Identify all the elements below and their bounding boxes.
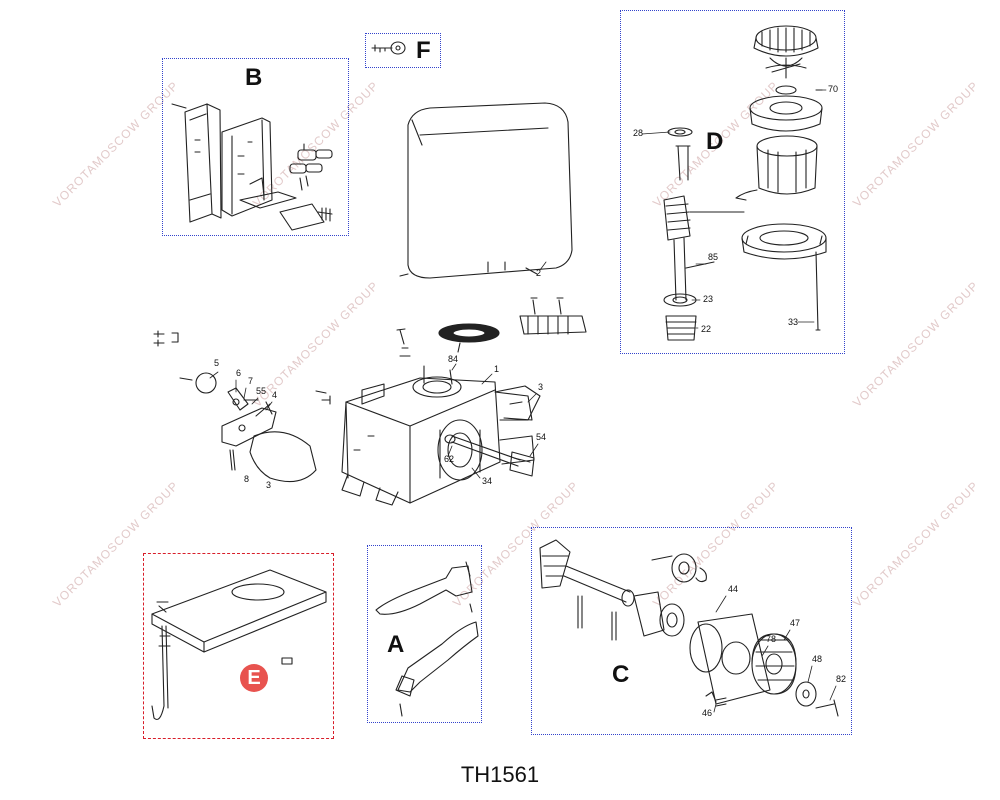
callout-7: 7 <box>248 376 253 386</box>
group-f-frame <box>365 33 441 68</box>
callout-1: 1 <box>494 364 499 374</box>
terminal-block <box>519 297 587 335</box>
bracket-assembly <box>171 103 333 231</box>
release-lever-parts <box>375 561 479 717</box>
callout-70: 70 <box>828 84 838 94</box>
callout-23: 23 <box>703 294 713 304</box>
callout-44: 44 <box>728 584 738 594</box>
callout-22: 22 <box>701 324 711 334</box>
motor-assembly <box>663 25 827 341</box>
callout-82: 82 <box>836 674 846 684</box>
callout-78: 78 <box>766 634 776 644</box>
small-screws <box>153 328 411 405</box>
gasket-84 <box>438 323 500 353</box>
callout-55: 55 <box>256 386 266 396</box>
callout-34: 34 <box>482 476 492 486</box>
key-icon <box>371 41 406 55</box>
foundation-plate <box>151 569 327 721</box>
side-plate-3 <box>494 385 541 421</box>
callout-5: 5 <box>214 358 219 368</box>
group-b-label: B <box>245 64 263 91</box>
group-e-frame[interactable] <box>143 553 334 739</box>
callout-33: 33 <box>788 317 798 327</box>
group-d-label: D <box>706 128 724 155</box>
group-c-label: C <box>612 661 630 688</box>
group-d-frame <box>620 10 845 354</box>
callout-85: 85 <box>708 252 718 262</box>
group-c-frame <box>531 527 852 735</box>
callout-8: 8 <box>244 474 249 484</box>
group-a-label: A <box>387 631 405 658</box>
gearbox-housing <box>341 365 535 506</box>
callout-2: 2 <box>536 268 541 278</box>
callout-3b: 3 <box>266 480 271 490</box>
callout-48: 48 <box>812 654 822 664</box>
model-number: TH1561 <box>460 762 540 787</box>
release-lever-assembly <box>179 372 317 483</box>
callout-4: 4 <box>272 390 277 400</box>
callout-3: 3 <box>538 382 543 392</box>
group-a-frame <box>367 545 482 723</box>
gear-train <box>539 539 839 717</box>
callout-54: 54 <box>536 432 546 442</box>
callout-46: 46 <box>702 708 712 718</box>
callout-6: 6 <box>236 368 241 378</box>
group-b-frame <box>162 58 349 236</box>
group-f-label: F <box>416 37 431 64</box>
motor-cover <box>399 102 573 279</box>
callout-47: 47 <box>790 618 800 628</box>
group-e-badge[interactable]: E <box>240 664 268 692</box>
release-shaft <box>444 434 535 477</box>
callout-84: 84 <box>448 354 458 364</box>
callout-28: 28 <box>633 128 643 138</box>
callout-62: 62 <box>444 454 454 464</box>
